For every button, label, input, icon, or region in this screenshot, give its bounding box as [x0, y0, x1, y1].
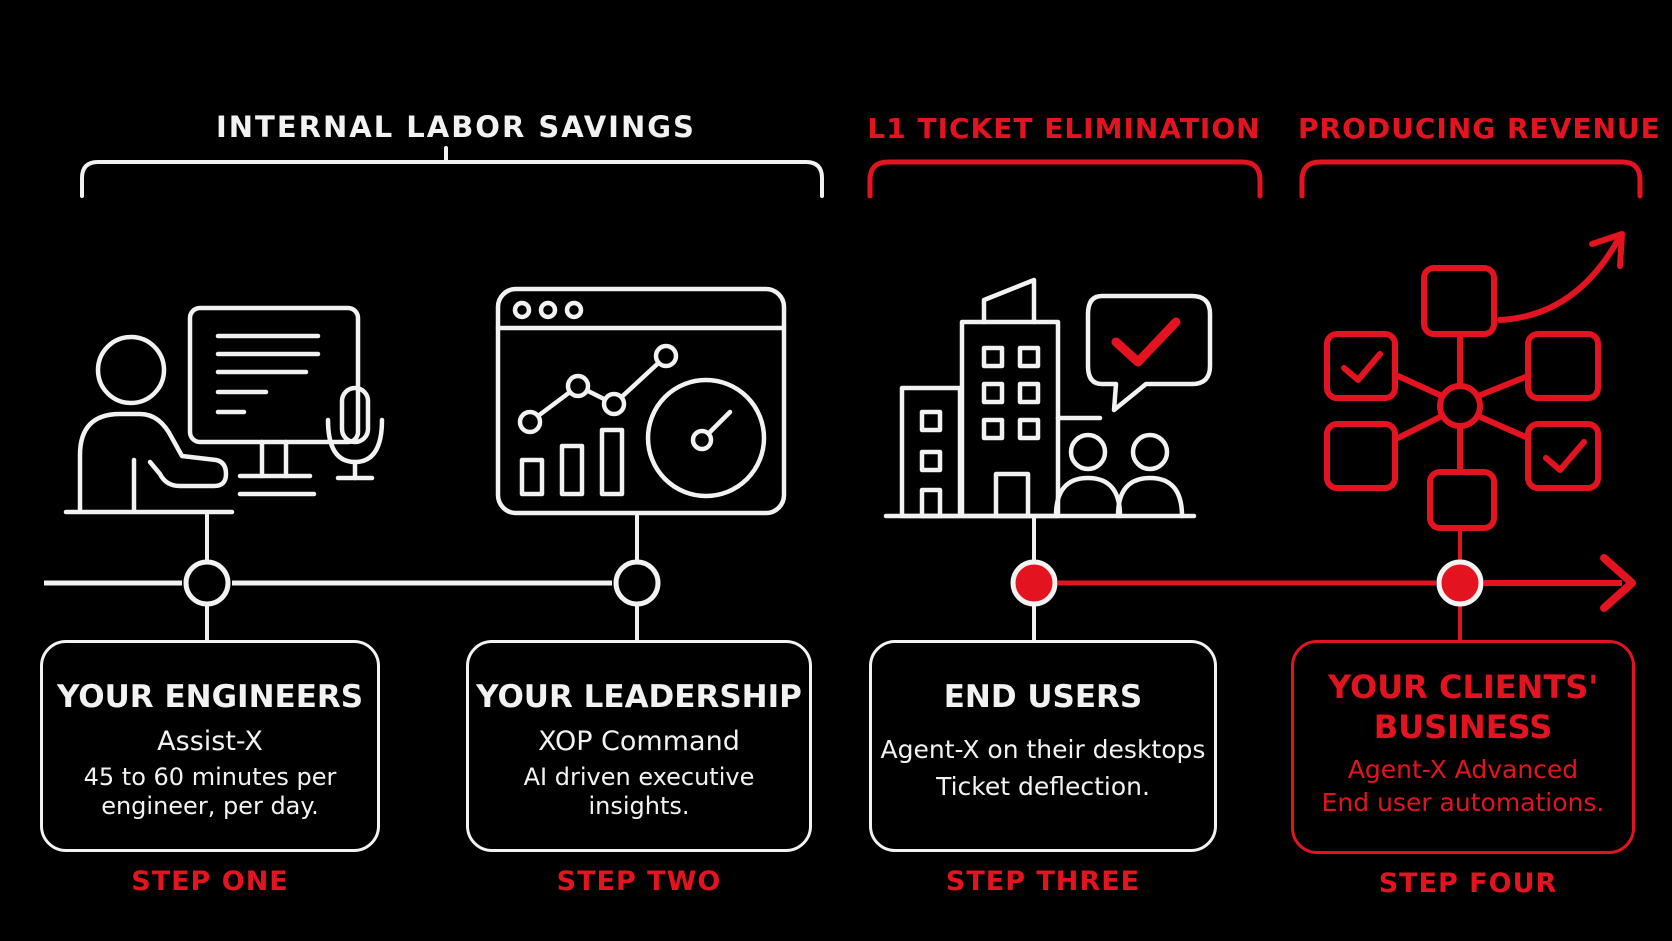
timeline-node-step-one — [183, 559, 231, 607]
automation-network-growth-icon — [1324, 231, 1625, 531]
card-description: Ticket deflection. — [936, 772, 1150, 801]
timeline-line — [44, 554, 1636, 612]
step-label-three: STEP THREE — [945, 866, 1141, 897]
bracket-producing-revenue — [1299, 159, 1643, 199]
step-card-end-users: END USERS Agent-X on their desktops Tick… — [869, 640, 1217, 852]
card-subtitle: Agent-X Advanced — [1347, 755, 1579, 784]
card-description: End user automations. — [1321, 788, 1605, 817]
card-subtitle: XOP Command — [538, 726, 740, 757]
step-label-four: STEP FOUR — [1378, 868, 1558, 899]
step-card-engineers: YOUR ENGINEERS Assist-X 45 to 60 minutes… — [40, 640, 380, 852]
card-title: YOUR LEADERSHIP — [476, 679, 802, 715]
engineer-workstation-icon — [63, 305, 385, 515]
card-description: 45 to 60 minutes per engineer, per day. — [83, 763, 337, 820]
step-label-two: STEP TWO — [556, 866, 722, 897]
timeline-node-step-two — [613, 559, 661, 607]
step-card-leadership: YOUR LEADERSHIP XOP Command AI driven ex… — [466, 640, 812, 852]
timeline-node-step-four — [1436, 559, 1484, 607]
step-card-clients-business: YOUR CLIENTS' BUSINESS Agent-X Advanced … — [1291, 640, 1635, 854]
card-title: END USERS — [943, 679, 1143, 715]
card-subtitle: Assist-X — [157, 726, 263, 757]
bracket-l1-ticket — [867, 159, 1263, 199]
card-title: YOUR CLIENTS' BUSINESS — [1327, 668, 1599, 746]
card-title: YOUR ENGINEERS — [56, 679, 364, 715]
section-title-l1-ticket-elimination: L1 TICKET ELIMINATION — [867, 112, 1261, 145]
card-description: AI driven executive insights. — [523, 763, 755, 820]
timeline-node-step-three — [1010, 559, 1058, 607]
office-buildings-users-icon — [883, 277, 1213, 519]
section-title-internal-labor-savings: INTERNAL LABOR SAVINGS — [216, 110, 696, 144]
bracket-internal-labor — [80, 146, 824, 198]
dashboard-analytics-icon — [495, 286, 787, 516]
card-subtitle: Agent-X on their desktops — [880, 735, 1206, 764]
section-title-producing-revenue: PRODUCING REVENUE — [1298, 112, 1661, 145]
timeline-arrowhead-icon — [1600, 554, 1636, 612]
step-label-one: STEP ONE — [131, 866, 289, 897]
timeline-connectors — [205, 510, 1462, 640]
